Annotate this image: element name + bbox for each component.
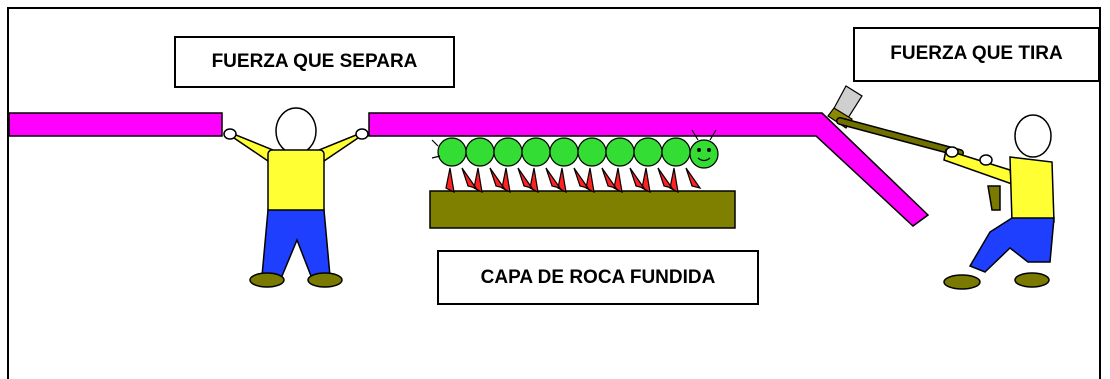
rope: [836, 117, 964, 157]
caterpillar-icon: [431, 129, 719, 194]
right-plate: [368, 112, 930, 227]
tectonic-plates: [8, 112, 930, 227]
separating-force-label: FUERZA QUE SEPARA: [174, 36, 455, 88]
person-pushing-plates-icon: [223, 107, 369, 288]
molten-rock-layer-label: CAPA DE ROCA FUNDIDA: [437, 250, 759, 305]
left-plate: [8, 112, 223, 137]
diagram-frame: [7, 7, 1101, 379]
molten-rock-slab: [429, 190, 736, 229]
pulling-force-label: FUERZA QUE TIRA: [853, 27, 1100, 82]
person-pulling-rope-icon: [943, 114, 1055, 290]
